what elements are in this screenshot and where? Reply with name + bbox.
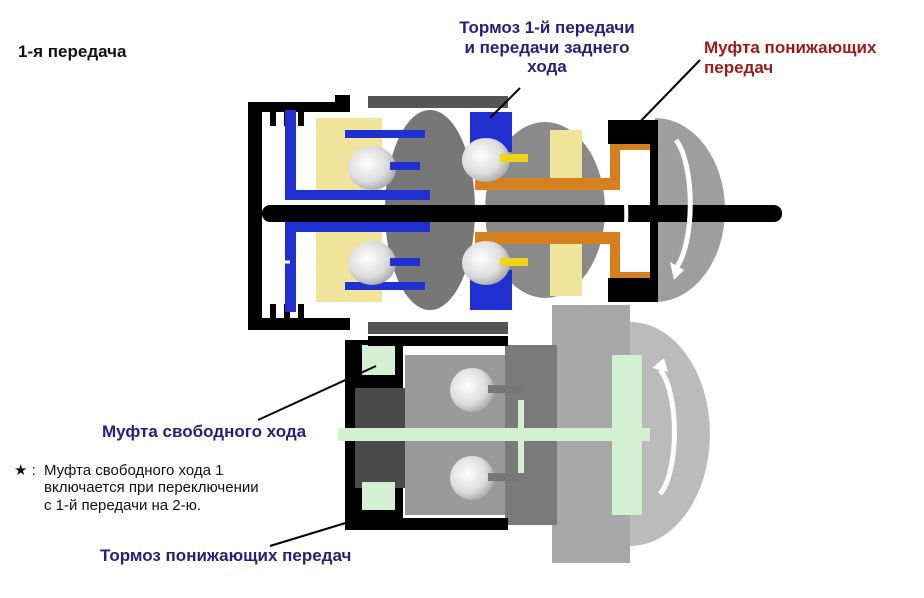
- blue-input-bot: [285, 222, 430, 312]
- housing-fin-bot-3: [298, 304, 304, 318]
- label-brake-first-reverse-line-1: Тормоз 1-й передачи: [459, 18, 635, 37]
- lower-green-vertical: [612, 355, 642, 515]
- main-shaft: [262, 205, 782, 222]
- lower-drum-disc: [630, 322, 710, 546]
- pin-blue-3: [390, 258, 420, 266]
- label-clutch-downshift: Муфта понижающих передач: [704, 38, 876, 77]
- leader-brake-first-reverse: [489, 87, 521, 119]
- lower-green-strip: [518, 400, 524, 480]
- note-block: ★ : Муфта свободного хода 1 включается п…: [14, 462, 259, 514]
- rotation-arrow-lower-head: [652, 358, 668, 372]
- pin-blue-1: [390, 162, 420, 170]
- freewheel-green-bot: [362, 482, 395, 510]
- lower-black-bot: [368, 518, 508, 530]
- note-line-1: Муфта свободного хода 1: [44, 462, 224, 479]
- label-clutch-downshift-line-2: передач: [704, 57, 774, 77]
- label-freewheel-clutch: Муфта свободного хода: [102, 422, 307, 441]
- label-brake-first-reverse-line-2: и передачи заднего: [464, 37, 630, 57]
- top-clutch-plates: [368, 96, 508, 108]
- direction-arrow-left: [263, 250, 290, 274]
- leader-clutch-downshift: [635, 59, 701, 127]
- note-line-2: включается при переключении: [44, 479, 259, 497]
- label-brake-first-reverse-line-3: хода: [527, 57, 567, 77]
- downshift-clutch-bot: [608, 278, 656, 302]
- planet-gear-6: [450, 456, 494, 500]
- upper-housing: [248, 95, 350, 330]
- blue-carrier-top: [345, 130, 425, 138]
- planet-gear-1: [348, 146, 396, 190]
- blue-carrier-bot: [345, 282, 425, 290]
- pin-gray-5: [488, 385, 524, 393]
- page-title: 1-я передача: [18, 42, 127, 61]
- rotation-arrow-upper-head: [670, 262, 684, 280]
- yellow-part-bot-right: [550, 238, 582, 296]
- label-clutch-downshift-line-1: Муфта понижающих: [704, 38, 877, 57]
- pin-gray-6: [488, 473, 524, 481]
- planet-gear-5: [450, 368, 494, 412]
- orange-output-top: [475, 140, 650, 190]
- pin-yellow-2: [500, 154, 528, 162]
- pin-yellow-4: [500, 258, 528, 266]
- note-line-3: с 1-й передачи на 2-ю.: [44, 496, 202, 514]
- yellow-part-top-right: [550, 130, 582, 180]
- lower-green-shaft: [338, 428, 650, 441]
- leader-brake-downshift: [269, 517, 363, 547]
- downshift-clutch-top: [608, 120, 656, 144]
- housing-fin-top-3: [298, 112, 304, 126]
- rotation-arrow-upper: [673, 138, 693, 270]
- label-brake-downshift: Тормоз понижающих передач: [100, 546, 352, 565]
- planet-gear-3: [348, 241, 396, 285]
- lower-black-top: [368, 336, 508, 346]
- rotation-arrow-mid: [620, 177, 629, 251]
- orange-output-bot: [475, 232, 650, 282]
- leader-freewheel-clutch: [257, 365, 377, 421]
- housing-fin-bot-1: [270, 304, 276, 318]
- label-brake-first-reverse: Тормоз 1-й передачи и передачи заднего х…: [440, 18, 654, 77]
- freewheel-green-top: [362, 345, 395, 375]
- note-marker: ★ :: [14, 462, 36, 479]
- bottom-clutch-plates: [368, 322, 508, 334]
- blue-input-top: [285, 110, 430, 200]
- rotation-arrow-lower: [658, 368, 677, 496]
- housing-fin-top-1: [270, 112, 276, 126]
- planet-gear-2: [462, 138, 510, 182]
- planet-gear-4: [462, 241, 510, 285]
